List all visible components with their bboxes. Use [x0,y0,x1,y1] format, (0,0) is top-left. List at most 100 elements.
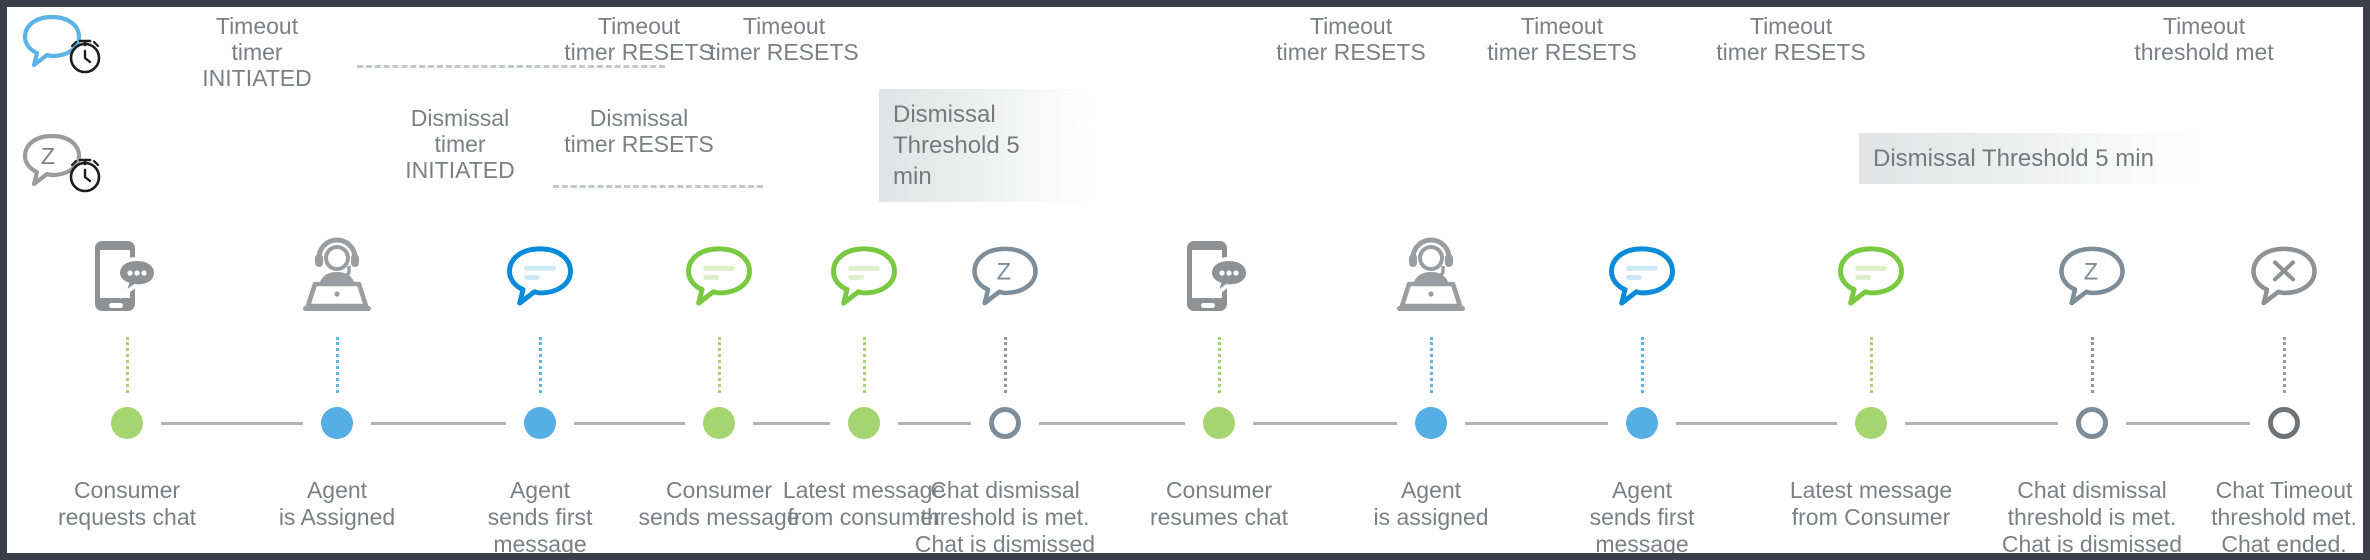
step-node-dot[interactable] [2268,407,2300,439]
timeout-timer-note: Timeout timer RESETS [709,13,859,65]
axis-connector [1905,422,2058,425]
step-node-dot[interactable] [703,407,735,439]
step-icon[interactable] [257,235,417,317]
step-node-dot[interactable] [1855,407,1887,439]
chat-bubble-blue-icon [1609,246,1675,306]
legend-timeout-timer [21,13,111,83]
agent-laptop-icon [303,237,371,311]
step-icon[interactable] [47,235,207,317]
timeout-timer-note: Timeout threshold met [2134,13,2274,65]
step-caption: Agent sends first message [487,477,593,557]
chat-bubble-clock-icon [21,13,111,83]
axis-connector [2126,422,2250,425]
step-node-dot[interactable] [2076,407,2108,439]
step-caption: Latest message from Consumer [1789,477,1953,530]
timeout-timer-note: Timeout timer RESETS [1487,13,1637,65]
step-node-dot[interactable] [321,407,353,439]
axis-connector [1465,422,1608,425]
step-icon[interactable] [784,235,944,317]
sleep-bubble-icon: Z [972,246,1038,306]
step-stem [1430,337,1433,393]
legend-dismissal-timer: Z [21,132,111,202]
step-node-dot[interactable] [1203,407,1235,439]
step-caption: Consumer requests chat [57,477,197,530]
step-icon[interactable]: Z [2012,235,2172,317]
timeline-step[interactable]: Timeout timer RESETS Agent sends first m… [1487,7,1722,553]
timeout-timer-note: Timeout timer INITIATED [202,13,312,91]
svg-text:Z: Z [997,259,1011,285]
dismissal-threshold-banner: Dismissal Threshold 5 min [1859,133,2207,184]
step-node-dot[interactable] [1415,407,1447,439]
timeline-step[interactable]: Timeout timer RESETS Dismissal timer RESE… [564,7,799,553]
step-stem [1004,337,1007,393]
step-icon[interactable] [1139,235,1299,317]
axis-connector [371,422,506,425]
step-stem [539,337,542,393]
svg-text:Z: Z [2084,259,2098,285]
step-caption: Chat dismissal threshold is met. Chat is… [914,477,1096,557]
timeout-timer-note: Timeout timer RESETS [1276,13,1426,65]
step-node-dot[interactable] [524,407,556,439]
step-caption: Chat Timeout threshold met. Chat ended. [2211,477,2357,557]
timeline-step[interactable]: Timeout timer INITIATED Agent is Assigne… [202,7,417,553]
step-stem [336,337,339,393]
axis-connector [161,422,303,425]
step-caption: Chat dismissal threshold is met. Chat is… [2001,477,2183,557]
chat-bubble-blue-icon [507,246,573,306]
stopwatch-icon [69,158,101,193]
timeline-step[interactable]: Consumer resumes chat [1139,7,1299,553]
step-stem [2283,337,2286,393]
phone-chat-icon [1187,241,1251,311]
step-stem [1870,337,1873,393]
step-caption: Consumer resumes chat [1149,477,1289,530]
step-icon[interactable] [2204,235,2363,317]
timeline-step[interactable]: Dismissal timer INITIATED Agent sends fi… [405,7,620,553]
step-icon[interactable] [1562,235,1722,317]
step-caption: Consumer sends message [638,477,800,530]
axis-connector [753,422,830,425]
step-stem [126,337,129,393]
chat-bubble-green-icon [831,246,897,306]
step-node-dot[interactable] [848,407,880,439]
chat-bubble-green-icon [686,246,752,306]
timeline-step[interactable]: Z Chat dismissal threshold is met. Chat … [2002,7,2182,553]
chat-bubble-outline [22,14,82,68]
step-icon[interactable] [460,235,620,317]
phone-chat-icon [95,241,159,311]
sleep-z-glyph: Z [41,143,55,169]
step-stem [2091,337,2094,393]
timeout-timer-note: Timeout timer RESETS [1716,13,1866,65]
axis-connector [898,422,971,425]
step-node-dot[interactable] [1626,407,1658,439]
dismissal-dash-connector-1 [553,185,763,188]
agent-laptop-icon [1397,237,1465,311]
timeout-timer-note: Timeout timer RESETS [564,13,714,65]
axis-connector [1253,422,1397,425]
dismissal-threshold-banner: Dismissal Threshold 5 min [879,89,1093,202]
timeout-dash-connector-1 [357,65,665,68]
step-stem [718,337,721,393]
timeline-step[interactable]: Timeout timer RESETS Latest message from… [1716,7,1952,553]
sleep-bubble-icon: Z [2059,246,2125,306]
timeline-step[interactable]: Z Chat dismissal threshold is met. Chat … [915,7,1095,553]
timeline-step[interactable]: Timeout threshold met Chat Timeout thres… [2134,7,2363,553]
timeline-step[interactable]: Timeout timer RESETS Agent is assigned [1276,7,1511,553]
step-node-dot[interactable] [989,407,1021,439]
step-stem [1218,337,1221,393]
step-stem [1641,337,1644,393]
step-node-dot[interactable] [111,407,143,439]
sleep-bubble-outline: Z [22,133,82,187]
step-icon[interactable] [1351,235,1511,317]
timeline-step[interactable]: Consumer requests chat [47,7,207,553]
dismissal-timer-note: Dismissal timer INITIATED [405,105,515,183]
chat-bubble-green-icon [1838,246,1904,306]
dismissal-timer-note: Dismissal timer RESETS [564,105,714,157]
step-icon[interactable] [639,235,799,317]
axis-connector [1676,422,1837,425]
step-icon[interactable]: Z [925,235,1085,317]
timeline-step[interactable]: Timeout timer RESETS Latest message from… [709,7,945,553]
close-bubble-icon [2251,246,2317,306]
step-stem [863,337,866,393]
step-icon[interactable] [1791,235,1951,317]
